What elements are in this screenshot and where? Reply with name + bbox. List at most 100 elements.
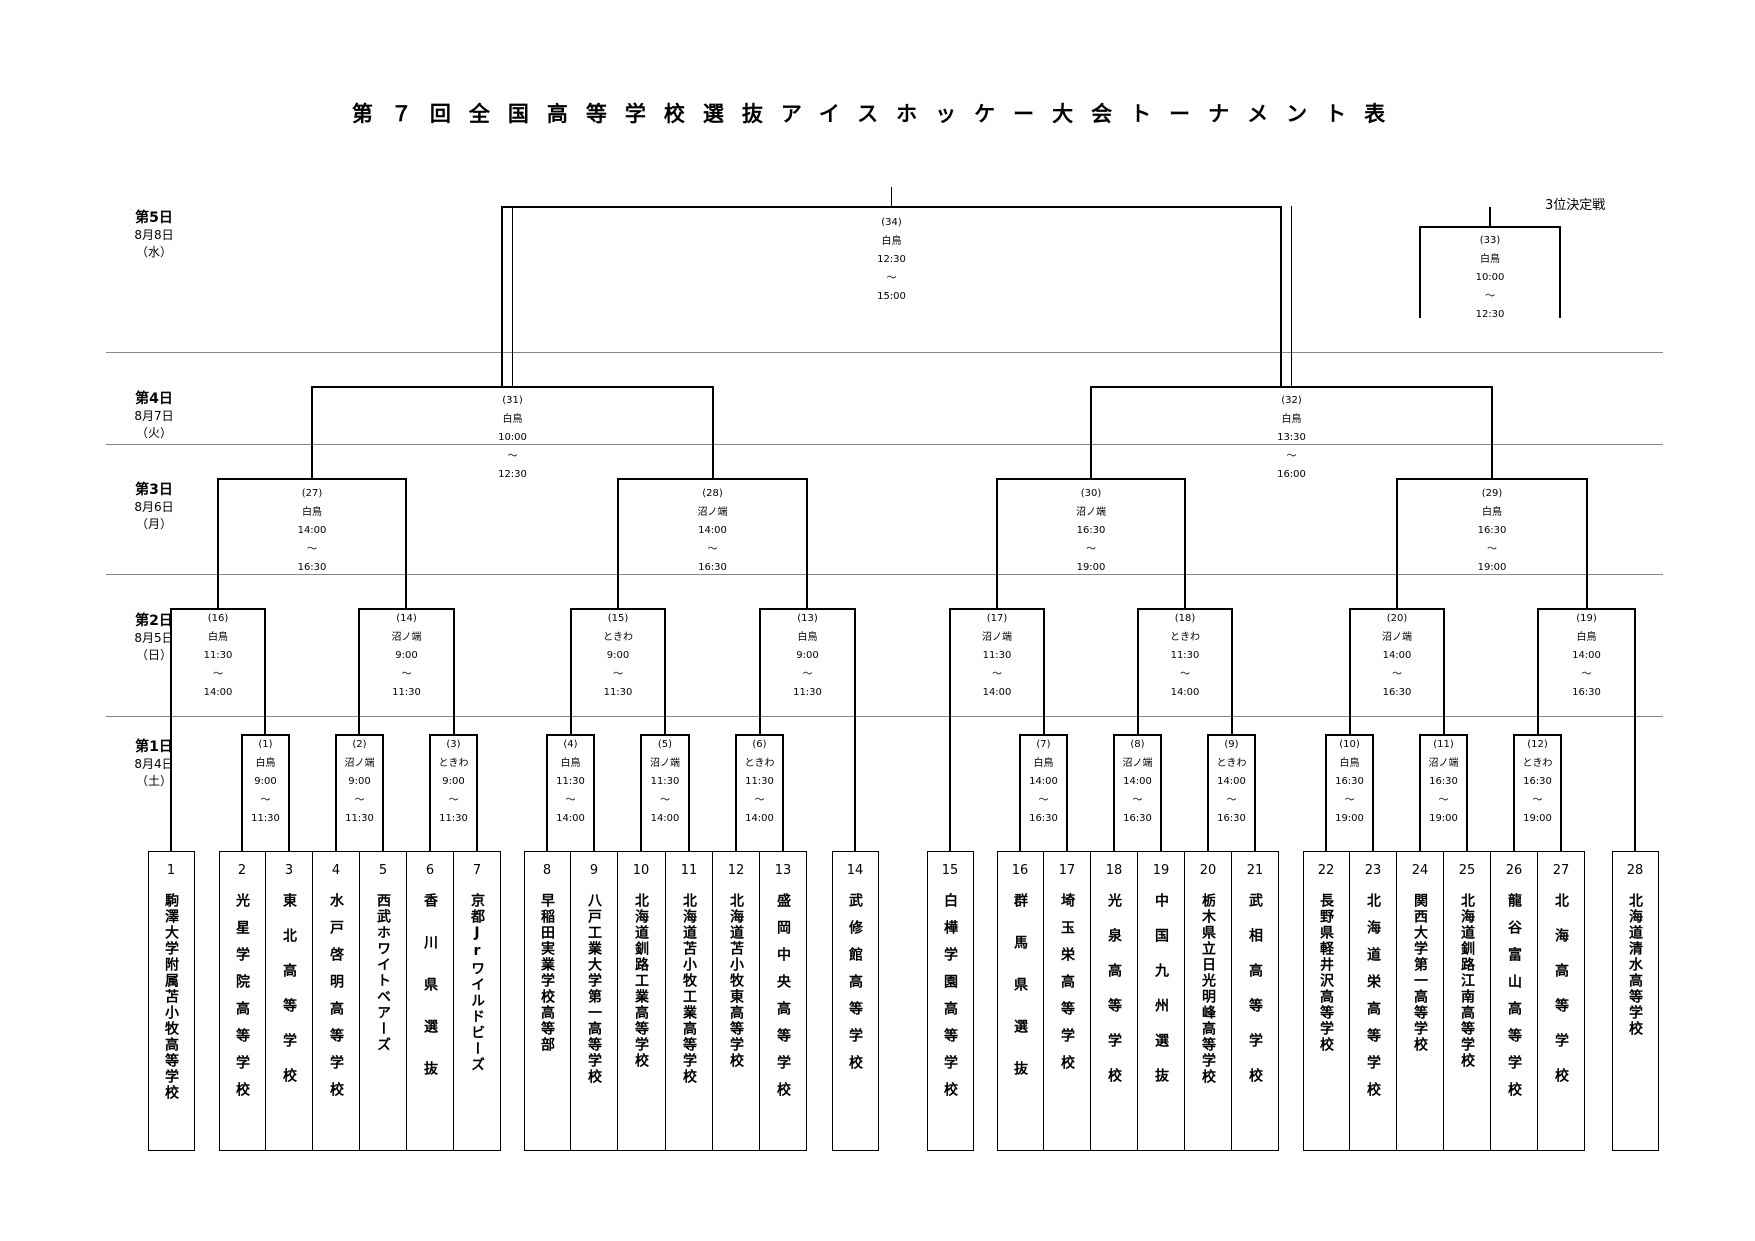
- match-end: 16:30: [297, 562, 327, 573]
- bracket-line: [1396, 478, 1398, 610]
- match-tilde: ～: [1086, 543, 1096, 555]
- match-venue: 白鳥: [302, 506, 322, 518]
- team-name: 北海道釧路江南高等学校: [1459, 893, 1475, 1069]
- bracket-line: [1160, 734, 1162, 852]
- team-name: 白樺学園高等学校: [942, 893, 958, 1109]
- match-end: 16:30: [1572, 687, 1601, 698]
- page-title: 第７回全国高等学校選抜アイスホッケー大会トーナメント表: [351, 102, 1404, 126]
- bracket-line: [1019, 734, 1021, 852]
- match-end: 11:30: [251, 813, 280, 824]
- match-end: 14:00: [982, 687, 1012, 698]
- team-divider: [1043, 851, 1044, 1151]
- team-name: 長野県軽井沢高等学校: [1318, 893, 1334, 1053]
- match-no: (6): [752, 739, 767, 750]
- team-name: 武相高等学校: [1247, 893, 1263, 1103]
- match-end: 15:00: [877, 291, 906, 302]
- bracket-line: [688, 734, 690, 852]
- match-end: 19:00: [1523, 813, 1552, 824]
- bracket-line: [311, 386, 313, 480]
- team-number: 5: [378, 863, 388, 878]
- bracket-line: [1491, 386, 1493, 480]
- bracket-line: [759, 608, 761, 736]
- match-start: 16:30: [1076, 525, 1106, 536]
- match-tilde: ～: [613, 668, 623, 680]
- match-venue: 白鳥: [1033, 757, 1054, 769]
- match-end: 19:00: [1477, 562, 1507, 573]
- day-label-1: 第1日 8月4日 （土）: [134, 739, 174, 788]
- bracket-line: [712, 386, 714, 480]
- match-no: (12): [1527, 739, 1548, 750]
- team-name: 香川県選抜: [422, 893, 438, 1103]
- team-name: 水戸啓明高等学校: [328, 893, 344, 1109]
- team-divider: [617, 851, 618, 1151]
- match-venue: 沼ノ端: [344, 757, 375, 769]
- match-venue: ときわ: [1216, 757, 1247, 769]
- match-no: (30): [1080, 488, 1102, 499]
- team-name: 北海道釧路工業高等学校: [633, 893, 649, 1069]
- bracket-line: [570, 608, 572, 736]
- match-end: 16:30: [698, 562, 727, 573]
- match-venue: 沼ノ端: [391, 631, 422, 643]
- match-end: 19:00: [1335, 813, 1364, 824]
- match-venue: 白鳥: [560, 757, 581, 769]
- match-venue: 沼ノ端: [1076, 506, 1106, 518]
- match-end: 11:30: [793, 687, 822, 698]
- team-number: 12: [727, 863, 745, 878]
- team-number: 23: [1364, 863, 1382, 878]
- match-start: 11:30: [556, 776, 585, 787]
- bracket-line: [1113, 734, 1115, 852]
- bracket-line: [1290, 206, 1293, 388]
- team-divider: [1184, 851, 1185, 1151]
- match-no: (13): [797, 613, 818, 624]
- team-name: 北海道栄高等学校: [1365, 893, 1381, 1109]
- match-tilde: ～: [1344, 794, 1355, 806]
- match-end: 19:00: [1429, 813, 1458, 824]
- match-start: 14:00: [1382, 650, 1412, 661]
- team-number: 3: [284, 863, 294, 878]
- match-venue: 沼ノ端: [1122, 757, 1153, 769]
- bracket-line: [1559, 226, 1561, 318]
- match-tilde: ～: [754, 794, 765, 806]
- match-end: 14:00: [745, 813, 774, 824]
- bracket-line: [1066, 734, 1068, 852]
- match-no: (16): [207, 613, 229, 624]
- match-start: 14:00: [1029, 776, 1058, 787]
- match-tilde: ～: [1438, 794, 1449, 806]
- team-name: 埼玉栄高等学校: [1059, 893, 1075, 1082]
- team-divider: [359, 851, 360, 1151]
- match-tilde: ～: [354, 794, 365, 806]
- team-number: 2: [237, 863, 247, 878]
- team-name: 東北高等学校: [281, 893, 297, 1103]
- match-no: (7): [1036, 739, 1051, 750]
- bracket-line: [593, 734, 595, 852]
- team-name: 群馬県選抜: [1012, 893, 1028, 1103]
- bracket-line: [617, 478, 619, 610]
- match-start: 11:30: [745, 776, 774, 787]
- bracket-line: [1586, 478, 1588, 610]
- team-number: 16: [1011, 863, 1029, 878]
- bracket-line: [1184, 478, 1186, 610]
- team-number: 6: [425, 863, 435, 878]
- match-end: 11:30: [603, 687, 633, 698]
- team-cell: 23 北海道栄高等学校: [1350, 851, 1396, 1151]
- match-venue: 白鳥: [797, 631, 818, 643]
- day-divider: [106, 574, 1663, 575]
- match-end: 11:30: [439, 813, 468, 824]
